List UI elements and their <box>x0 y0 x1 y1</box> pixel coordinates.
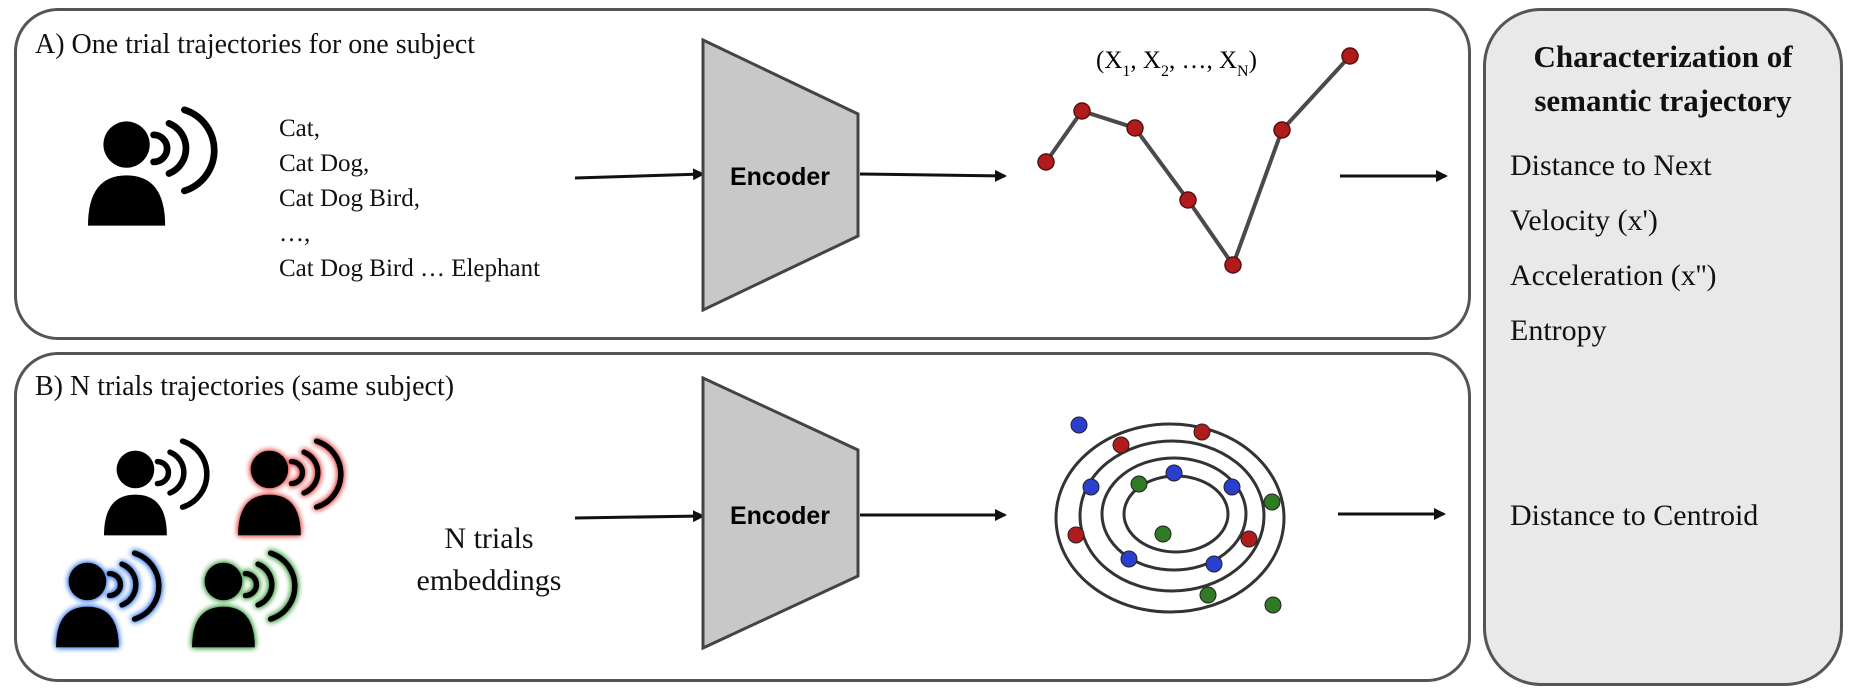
metric-distance-to-next: Distance to Next <box>1510 149 1712 182</box>
embedding-point-red <box>1067 526 1085 544</box>
panel-b-title: B) N trials trajectories (same subject) <box>35 371 455 402</box>
metric-distance-to-centroid: Distance to Centroid <box>1510 499 1759 532</box>
arrow-to-trajectory <box>859 169 1007 182</box>
panel-a-title: A) One trial trajectories for one subjec… <box>35 29 476 60</box>
arrow-to-encoder <box>574 168 705 181</box>
word-list-item: Cat Dog, <box>279 150 370 177</box>
trajectory-point <box>1224 256 1242 274</box>
metric-entropy: Entropy <box>1510 314 1607 347</box>
word-list: Cat, Cat Dog, Cat Dog Bird, …, Cat Dog B… <box>279 111 540 286</box>
speaking-person-icon-green <box>192 553 295 647</box>
word-list-item: Cat Dog Bird … Elephant <box>279 255 541 282</box>
embedding-point-red <box>1240 530 1258 548</box>
embedding-point-green <box>1154 525 1172 543</box>
embedding-point-green <box>1263 493 1281 511</box>
trajectory-point <box>1179 191 1197 209</box>
embedding-point-green <box>1199 586 1217 604</box>
characterization-title: Characterization of semantic trajectory <box>1486 35 1840 123</box>
orbit-ring <box>1078 439 1266 593</box>
embeddings-label: N trials embeddings <box>379 518 599 602</box>
embedding-point-green <box>1264 596 1282 614</box>
word-list-item: Cat Dog Bird, <box>279 185 420 212</box>
encoder-trapezoid-b <box>701 375 860 651</box>
encoder-trapezoid <box>701 37 860 313</box>
trajectory-point <box>1037 153 1055 171</box>
trajectory-point <box>1073 102 1091 120</box>
embeddings-label-line: N trials <box>444 522 534 555</box>
embedding-point-red <box>1112 436 1130 454</box>
embedding-point-blue <box>1070 416 1088 434</box>
word-list-item: …, <box>279 220 311 247</box>
embedding-points <box>1067 416 1282 614</box>
embedding-point-blue <box>1205 555 1223 573</box>
word-list-item: Cat, <box>279 115 320 142</box>
encoder-label-b: Encoder <box>730 502 830 530</box>
embeddings-label-line: embeddings <box>416 564 562 597</box>
speaking-person-icon <box>104 441 207 535</box>
characterization-title-line: Characterization of <box>1533 39 1793 74</box>
speaking-person-icon-red <box>238 441 341 535</box>
orbit-ring <box>1054 422 1286 614</box>
speaking-person-icon <box>88 110 214 226</box>
speaking-person-icon-blue <box>56 553 159 647</box>
trajectory-point <box>1273 121 1291 139</box>
trajectory-points <box>1037 47 1359 274</box>
arrow-to-encoder-b <box>574 510 705 523</box>
metric-acceleration: Acceleration (x'') <box>1510 259 1717 292</box>
metric-velocity: Velocity (x') <box>1510 204 1658 237</box>
panel-characterization: Characterization of semantic trajectory … <box>1483 8 1843 686</box>
trajectory-point <box>1341 47 1359 65</box>
characterization-title-line: semantic trajectory <box>1534 83 1792 118</box>
trajectory-line <box>1044 54 1352 270</box>
embedding-point-blue <box>1120 550 1138 568</box>
embedding-point-blue <box>1165 464 1183 482</box>
trajectory-point <box>1126 119 1144 137</box>
sequence-label: (X1, X2, …, XN) <box>1096 47 1257 80</box>
embedding-point-green <box>1130 475 1148 493</box>
encoder-label: Encoder <box>730 163 830 191</box>
embedding-point-blue <box>1082 478 1100 496</box>
embedding-point-red <box>1193 423 1211 441</box>
embedding-point-blue <box>1223 478 1241 496</box>
orbit-ring <box>1100 456 1248 572</box>
centroid-orbits <box>1054 422 1286 614</box>
